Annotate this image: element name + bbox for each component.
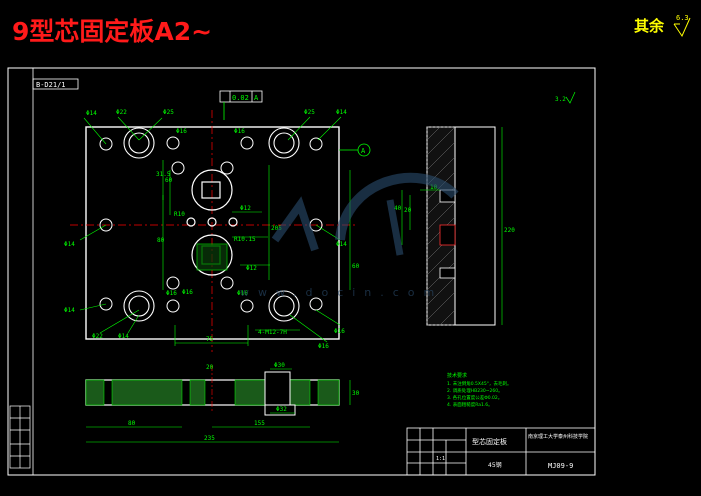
dim-label: 60 — [352, 263, 360, 270]
note-line: 3. 各孔位置度公差Φ0.02。 — [447, 394, 502, 401]
rest-roughness-label: 其余 — [634, 17, 665, 35]
dim-label: Φ16 — [334, 328, 345, 335]
dim-label: Φ16 — [176, 128, 187, 135]
section-view: Φ30 20 Φ32 80 155 235 30 — [85, 362, 360, 443]
note-line: 2. 调质处理HB230~260。 — [447, 387, 503, 394]
notes-title: 技术要求 — [447, 372, 467, 379]
roughness-symbol-icon — [673, 17, 691, 38]
dim-label: Φ32 — [276, 406, 287, 413]
drawing-title: 9型芯固定板A2~ — [12, 17, 212, 46]
title-block-part-name: 型芯固定板 — [472, 437, 507, 446]
dimension-labels: Φ14 Φ22 Φ25 Φ16 Φ16 Φ25 Φ14 Φ14 Φ14 Φ14 … — [64, 109, 360, 350]
dim-label: Φ16 — [166, 290, 177, 297]
dim-label: R10.15 — [234, 236, 256, 243]
dim-label: Φ22 — [116, 109, 127, 116]
dim-label: Φ25 — [304, 109, 315, 116]
corner-roughness: 3.2 — [555, 96, 566, 103]
dim-label: 60 — [165, 177, 173, 184]
dim-label: Φ14 — [336, 109, 347, 116]
note-line: 1. 未注倒角0.5X45°，去毛刺。 — [447, 380, 511, 387]
dim-label: 220 — [504, 227, 515, 234]
dim-label: 155 — [254, 420, 265, 427]
watermark: www.docin.com — [240, 172, 459, 299]
dim-label: Φ14 — [64, 307, 75, 314]
dim-label: Φ16 — [237, 290, 248, 297]
tolerance-frame — [219, 90, 263, 103]
watermark-text: www.docin.com — [240, 286, 443, 299]
title-block — [406, 427, 596, 476]
dim-label: Φ25 — [163, 109, 174, 116]
dim-label: Φ22 — [92, 333, 103, 340]
datum-a-label: A — [361, 147, 366, 155]
tolerance-value: 0.02 — [232, 94, 249, 102]
title-block-drawing-no: MJ09-9 — [548, 462, 573, 470]
watermark-logo-icon — [335, 172, 459, 241]
dim-label: Φ14 — [86, 110, 97, 117]
core-pocket — [196, 243, 228, 271]
note-line: 4. 表面粗糙度Ra1.6。 — [447, 401, 493, 408]
front-view: 0.02 A A — [64, 90, 576, 352]
title-block-scale: 1:1 — [436, 456, 445, 462]
dim-label: 30 — [352, 390, 360, 397]
dim-label: Φ14 — [118, 333, 129, 340]
dim-label: 4-M12-7H — [258, 329, 287, 336]
title-block-material: 45钢 — [488, 461, 502, 469]
rest-roughness-value: 6.3 — [676, 14, 689, 22]
dim-label: 205 — [271, 225, 282, 232]
dim-label: Φ12 — [240, 205, 251, 212]
guide-holes — [123, 127, 300, 322]
dim-label: Φ16 — [318, 343, 329, 350]
dim-label: 40 — [394, 205, 402, 212]
drawing-tag-box — [32, 78, 79, 90]
dim-label: Φ14 — [64, 241, 75, 248]
dimension-lines — [79, 116, 351, 346]
dim-label: Φ16 — [234, 128, 245, 135]
dim-label: Φ16 — [182, 289, 193, 296]
drawing-tag: B-D21/1 — [36, 81, 66, 89]
dim-label: 20 — [404, 207, 412, 214]
technical-notes: 技术要求 1. 未注倒角0.5X45°，去毛刺。 2. 调质处理HB230~26… — [447, 372, 511, 408]
title-block-school: 南京理工大学泰州科技学院 — [528, 433, 588, 440]
dim-label: 80 — [157, 237, 165, 244]
dim-label: Φ12 — [246, 265, 257, 272]
dim-label: 20 — [206, 364, 214, 371]
dim-label: 10 — [430, 184, 438, 191]
dim-label: 31.5 — [156, 171, 171, 178]
dim-label: Φ14 — [336, 241, 347, 248]
tolerance-ref: A — [254, 94, 259, 102]
dim-label: 80 — [128, 420, 136, 427]
drawing-frame — [7, 67, 596, 476]
dim-label: 75 — [206, 336, 214, 343]
dim-label: 235 — [204, 435, 215, 442]
side-view: 10 40 20 220 — [394, 126, 515, 326]
dim-label: R10 — [174, 211, 185, 218]
left-revision-table — [9, 405, 31, 469]
dim-label: Φ30 — [274, 362, 285, 369]
